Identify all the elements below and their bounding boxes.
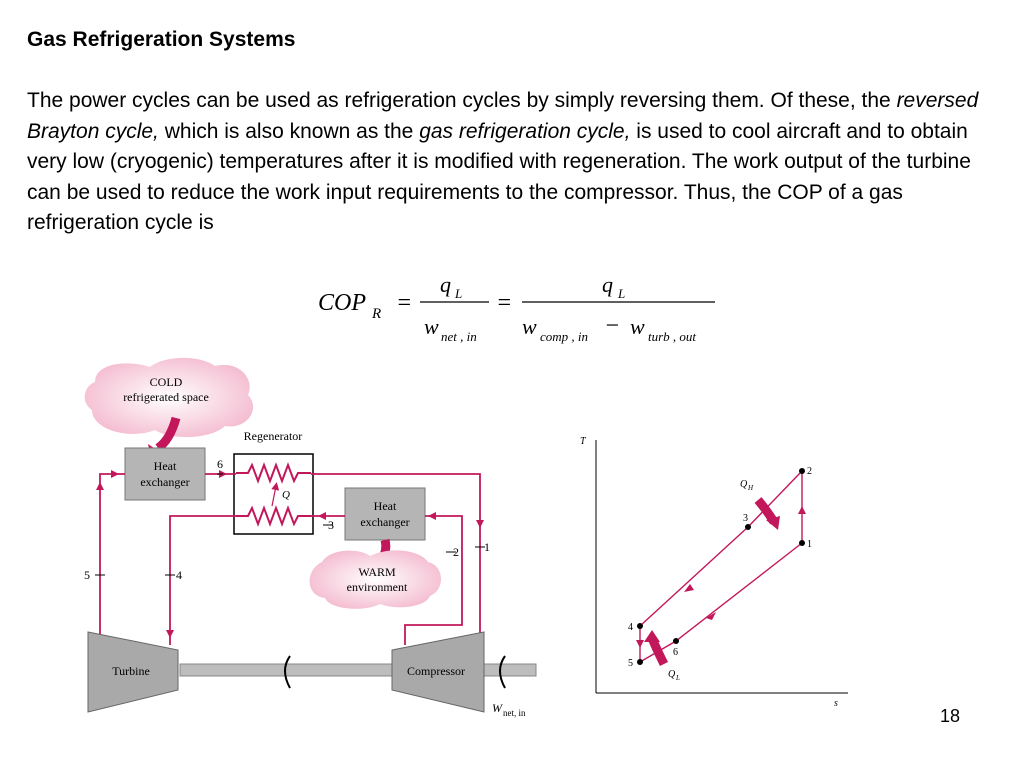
paragraph-italic-2: gas refrigeration cycle, — [419, 119, 631, 143]
wnet-subscript: net, in — [503, 708, 526, 718]
state-4-label: 4 — [176, 568, 182, 582]
left-hx-label-1: Heat — [154, 459, 177, 473]
cold-heat-arrow — [155, 416, 181, 452]
qh-heat-arrowhead — [766, 516, 780, 530]
pipe-2 — [404, 515, 463, 645]
pipe-5 — [99, 473, 125, 640]
ql-heat-arrowhead — [644, 630, 660, 642]
paragraph-text-3: is used to cool aircraft and to obtain v… — [27, 119, 971, 235]
process-2-4 — [639, 470, 803, 627]
right-hx-label-1: Heat — [374, 499, 397, 513]
point-1 — [799, 540, 805, 546]
ts-label-2: 2 — [807, 466, 812, 477]
turbine-label: Turbine — [112, 664, 150, 678]
point-4 — [637, 623, 643, 629]
compressor — [391, 631, 485, 713]
right-heat-exchanger — [344, 487, 426, 541]
state-1-label: 1 — [484, 540, 490, 554]
pipe-4 — [169, 515, 236, 645]
regenerator-q-label: Q — [282, 489, 290, 501]
turbine — [87, 631, 179, 713]
regenerator-label: Regenerator — [244, 429, 303, 443]
slide-title: Gas Refrigeration Systems — [27, 28, 296, 51]
paragraph-italic-1: reversed Brayton cycle, — [27, 89, 979, 143]
ts-label-4: 4 — [628, 622, 633, 633]
state-ticks — [95, 473, 485, 576]
point-2 — [799, 468, 805, 474]
ts-point-labels: 1 2 3 4 5 6 — [628, 466, 812, 669]
environment-label: environment — [347, 580, 408, 594]
point-5 — [637, 659, 643, 665]
shaft-coupling-right — [499, 655, 506, 689]
ts-label-5: 5 — [628, 658, 633, 669]
qh-label: Q — [740, 479, 748, 490]
paragraph-text-2: which is also known as the — [158, 119, 420, 143]
warm-label: WARM — [358, 565, 396, 579]
state-6-label: 6 — [217, 457, 223, 471]
ts-label-3: 3 — [743, 513, 748, 524]
cycle-schematic: COLD refrigerated space Heat exchanger R… — [84, 357, 537, 718]
ts-label-1: 1 — [807, 539, 812, 550]
ts-label-6: 6 — [673, 647, 678, 658]
qh-subscript: H — [747, 484, 754, 492]
page-number: 18 — [940, 706, 961, 726]
ts-arrowheads — [636, 506, 806, 648]
compressor-label: Compressor — [407, 664, 465, 678]
point-6 — [673, 638, 679, 644]
cold-space-cloud: COLD refrigerated space — [84, 357, 254, 438]
state-points — [637, 468, 805, 665]
cycle-path — [639, 470, 803, 663]
right-hx-label-2: exchanger — [360, 515, 409, 529]
paragraph-text-1: The power cycles can be used as refriger… — [27, 89, 897, 112]
left-heat-exchanger — [124, 447, 206, 501]
ts-diagram: T s 1 2 3 4 5 6 — [580, 436, 848, 709]
flow-arrowheads — [96, 470, 484, 638]
point-3 — [745, 524, 751, 530]
state-5-label: 5 — [84, 568, 90, 582]
regenerator-heat-arrow — [271, 482, 280, 507]
left-hx-label-2: exchanger — [140, 475, 189, 489]
s-axis-label: s — [834, 698, 838, 709]
body-paragraph: The power cycles can be used as refriger… — [27, 86, 1002, 239]
shaft-coupling-left — [284, 655, 291, 689]
t-axis-label: T — [580, 436, 587, 447]
regenerator-coil-top — [236, 462, 311, 484]
regenerator-box — [233, 453, 314, 535]
warm-environment-cloud: WARM environment — [309, 550, 442, 609]
regenerator-coil-bottom — [236, 505, 311, 527]
process-5-1 — [639, 542, 803, 663]
wnet-label: W — [492, 701, 503, 715]
ql-subscript: L — [675, 674, 680, 682]
cold-label: COLD — [150, 375, 183, 389]
refrigerated-space-label: refrigerated space — [123, 390, 209, 404]
ql-label: Q — [668, 669, 676, 680]
